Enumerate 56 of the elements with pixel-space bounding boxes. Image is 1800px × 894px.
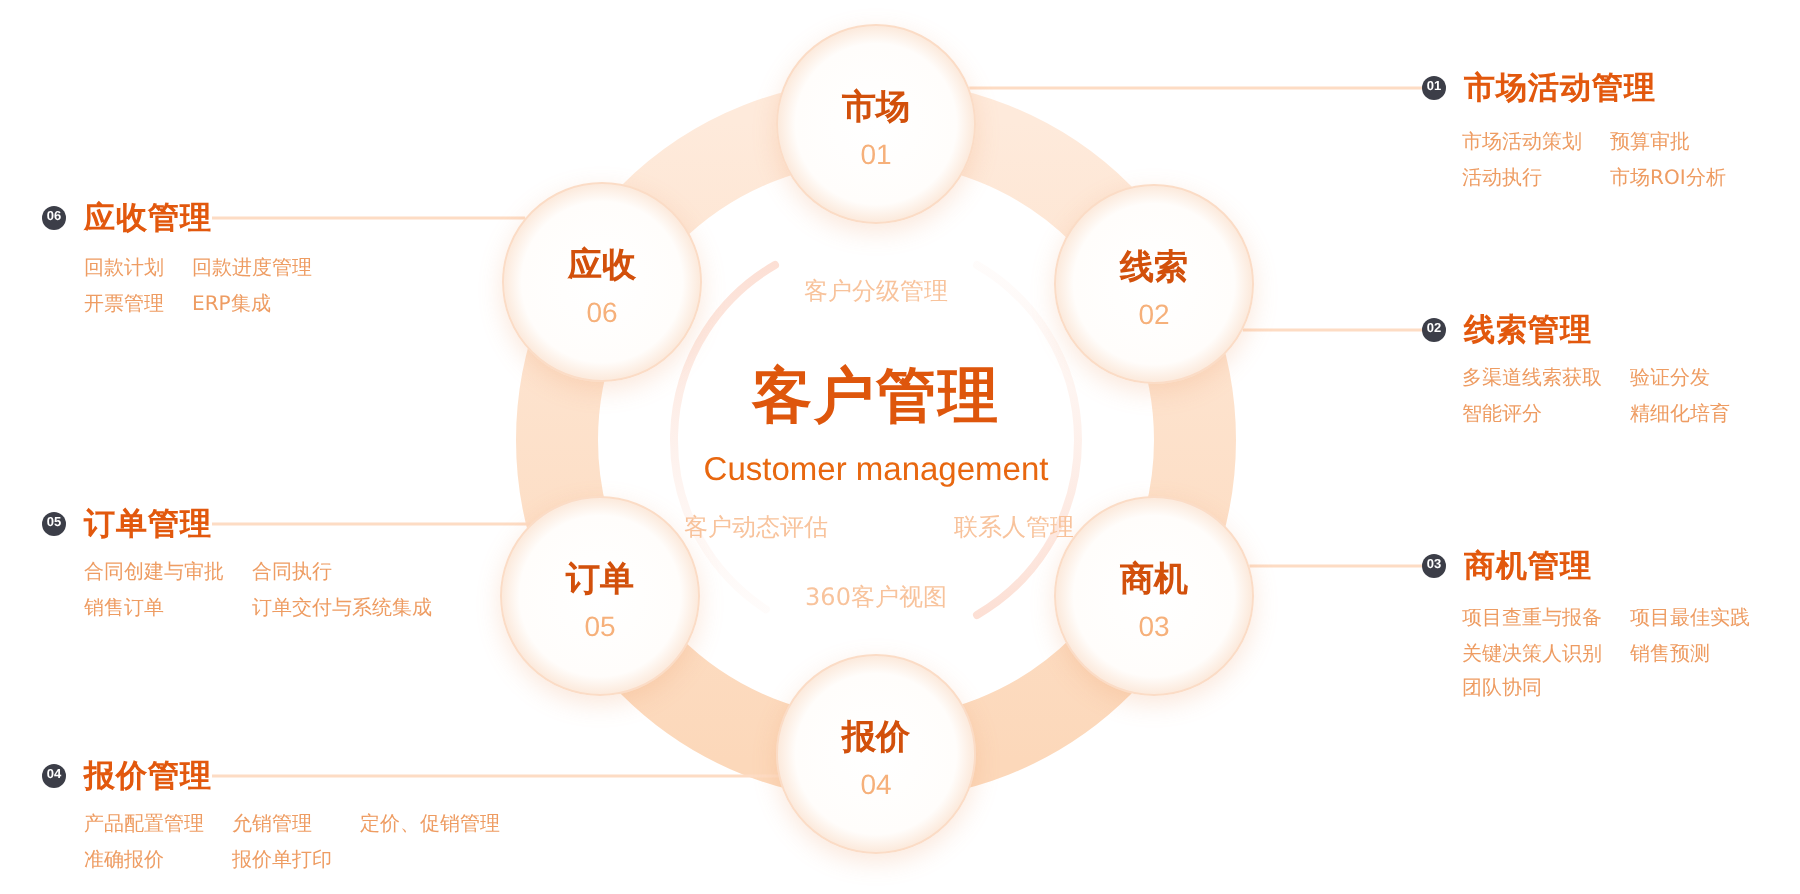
module-number: 01 — [860, 135, 892, 171]
feature-label: 回款计划 — [84, 255, 164, 284]
feature-label: 开票管理 — [84, 291, 164, 319]
feature-label: 关键决策人识别 — [1462, 641, 1602, 669]
feature-label: 回款进度管理 — [192, 255, 312, 284]
feature-label: 准确报价 — [84, 847, 166, 875]
feature-label: 销售订单 — [84, 595, 166, 623]
feature-label: 销售预测 — [1630, 641, 1712, 669]
feature-label: 项目最佳实践 — [1630, 605, 1750, 634]
feature-label: 活动执行 — [1462, 165, 1544, 193]
connector-line — [1242, 328, 1422, 332]
module-number: 03 — [1138, 607, 1170, 643]
section-heading: 订单管理 — [84, 504, 212, 544]
feature-label: 定价、促销管理 — [360, 811, 500, 840]
hub-subtitle: Customer management — [703, 450, 1049, 490]
feature-label: 产品配置管理 — [84, 811, 204, 840]
feature-label: 智能评分 — [1462, 401, 1544, 429]
feature-label: 多渠道线索获取 — [1462, 365, 1602, 394]
feature-label: 预算审批 — [1610, 129, 1692, 158]
module-number: 06 — [586, 293, 618, 329]
topic-label: 360客户视图 — [805, 583, 947, 613]
feature-label: 精细化培育 — [1630, 401, 1730, 429]
section-heading: 报价管理 — [84, 756, 212, 796]
connector-line — [969, 86, 1422, 90]
module-number: 05 — [584, 607, 616, 643]
feature-label: 市场ROI分析 — [1610, 165, 1726, 193]
section-heading: 商机管理 — [1464, 546, 1592, 586]
feature-label: 允销管理 — [232, 811, 314, 840]
topic-label: 联系人管理 — [954, 513, 1074, 543]
feature-label: 团队协同 — [1462, 675, 1544, 704]
module-number: 02 — [1138, 295, 1170, 331]
feature-label: 合同创建与审批 — [84, 559, 224, 588]
feature-label: 市场活动策划 — [1462, 129, 1582, 158]
topic-label: 客户动态评估 — [684, 513, 828, 543]
section-heading: 市场活动管理 — [1464, 68, 1656, 108]
feature-label: 合同执行 — [252, 559, 334, 588]
section-heading: 线索管理 — [1464, 310, 1592, 350]
module-name: 市场 — [842, 85, 910, 129]
module-name: 报价 — [842, 715, 910, 759]
module-number: 04 — [860, 765, 892, 801]
feature-label: 验证分发 — [1630, 366, 1712, 394]
feature-label: ERP集成 — [192, 291, 273, 319]
section-heading: 应收管理 — [84, 198, 212, 238]
module-name: 商机 — [1120, 557, 1188, 601]
module-name: 应收 — [568, 243, 636, 287]
module-name: 线索 — [1120, 245, 1188, 289]
module-name: 订单 — [566, 557, 634, 601]
connector-line — [212, 522, 531, 526]
hub-title: 客户管理 — [752, 362, 1000, 434]
topic-label: 客户分级管理 — [804, 277, 948, 307]
feature-label: 项目查重与报备 — [1462, 605, 1602, 634]
connector-line — [212, 216, 526, 220]
feature-label: 订单交付与系统集成 — [252, 595, 432, 623]
feature-label: 报价单打印 — [232, 847, 332, 875]
connector-line — [1249, 564, 1422, 568]
connector-line — [212, 774, 779, 778]
